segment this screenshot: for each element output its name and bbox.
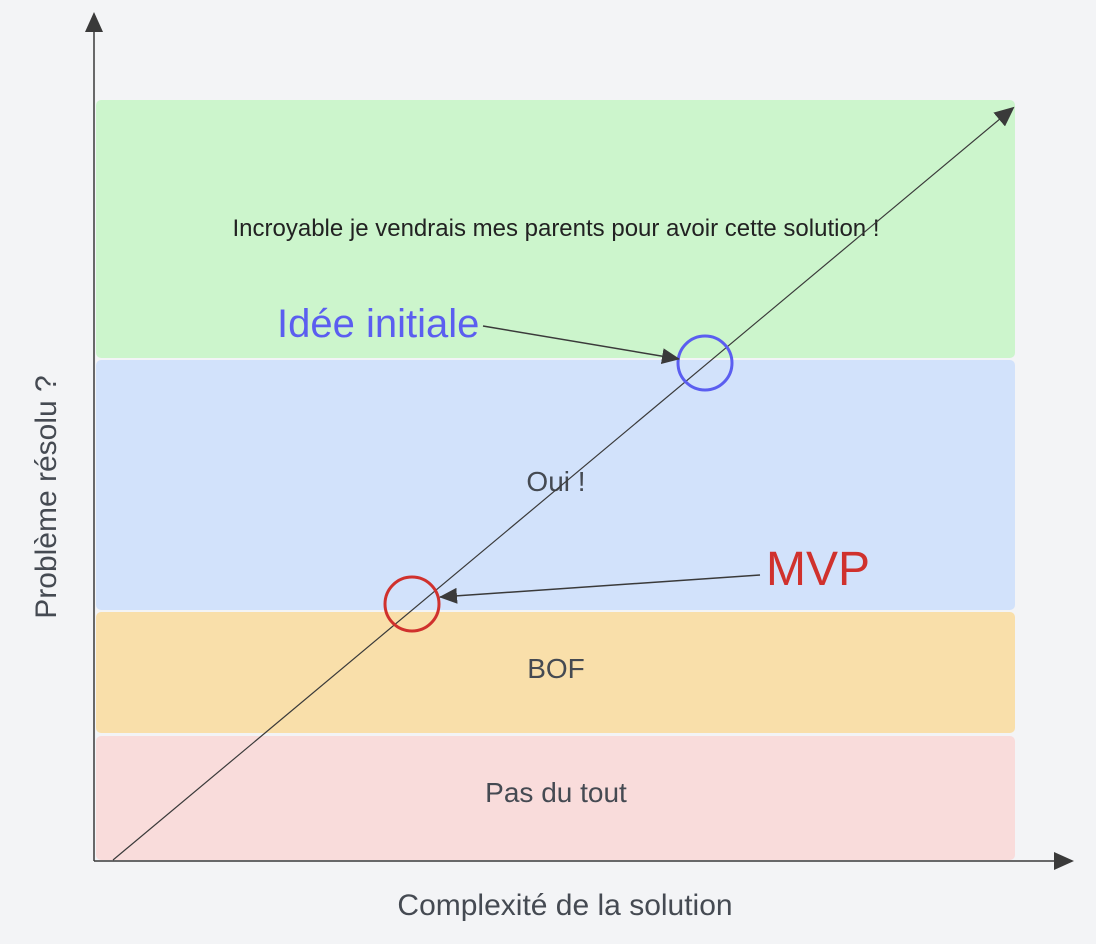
y-axis-label: Problème résolu ? — [30, 375, 63, 618]
band-label-incroyable: Incroyable je vendrais mes parents pour … — [232, 215, 879, 242]
mvp-label: MVP — [766, 543, 870, 596]
idee-initiale-pointer — [482, 325, 680, 365]
idee-initiale-label: Idée initiale — [277, 302, 479, 346]
mvp-circle — [383, 575, 441, 633]
x-axis-label: Complexité de la solution — [397, 889, 732, 922]
band-label-oui: Oui ! — [526, 466, 585, 497]
band-label-pas-du-tout: Pas du tout — [485, 777, 627, 808]
diagonal-line — [112, 106, 1015, 861]
band-oui — [96, 360, 1015, 610]
band-incroyable — [96, 100, 1015, 358]
band-pas-du-tout — [96, 736, 1015, 860]
mvp-pointer — [439, 574, 761, 604]
band-label-bof: BOF — [527, 653, 585, 684]
band-bof — [96, 612, 1015, 733]
